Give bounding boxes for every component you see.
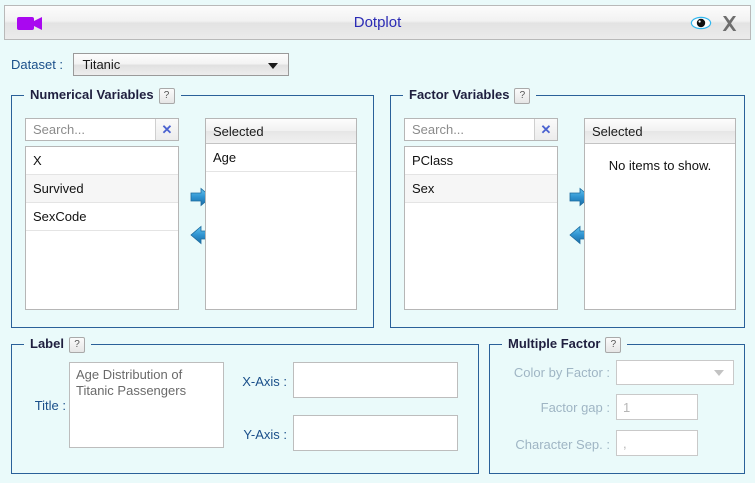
window-title: Dotplot <box>353 14 402 31</box>
factor-search-box[interactable]: ✕ <box>404 118 558 141</box>
title-field-label: Title : <box>34 398 66 413</box>
title-bar: Dotplot <box>4 5 751 40</box>
yaxis-input[interactable] <box>293 415 458 451</box>
factor-available-list[interactable]: PClass Sex <box>404 146 558 310</box>
chevron-down-icon <box>714 370 724 376</box>
empty-list-message: No items to show. <box>608 158 712 173</box>
close-icon[interactable] <box>720 14 739 33</box>
numerical-available-list[interactable]: X Survived SexCode <box>25 146 179 310</box>
selected-list-header: Selected <box>585 119 735 144</box>
clear-search-icon[interactable]: ✕ <box>534 119 557 140</box>
list-item[interactable]: Sex <box>405 175 557 203</box>
multiple-factor-legend: Multiple Factor? <box>502 336 628 353</box>
factor-gap-label: Factor gap : <box>540 400 610 415</box>
selected-list-header: Selected <box>206 119 356 144</box>
numerical-selected-list[interactable]: Selected Age <box>205 118 357 310</box>
xaxis-field-label: X-Axis : <box>242 374 287 389</box>
list-item[interactable]: SexCode <box>26 203 178 231</box>
chevron-down-icon <box>268 63 279 69</box>
label-group: Label? Title : X-Axis : Y-Axis : <box>11 336 479 474</box>
color-by-factor-select <box>616 360 734 385</box>
list-item[interactable]: Survived <box>26 175 178 203</box>
factor-variables-group: Factor Variables? ✕ PClass Sex <box>390 87 745 328</box>
help-icon[interactable]: ? <box>158 88 175 104</box>
yaxis-field-label: Y-Axis : <box>243 427 287 442</box>
numerical-variables-group: Numerical Variables? ✕ X Survived SexCod… <box>11 87 374 328</box>
dataset-select-value: Titanic <box>82 57 121 72</box>
numerical-search-input[interactable] <box>26 119 154 140</box>
dataset-select[interactable]: Titanic <box>73 53 290 76</box>
list-item[interactable]: Age <box>206 144 356 172</box>
factor-gap-input <box>616 394 698 420</box>
factor-search-input[interactable] <box>405 119 533 140</box>
list-item[interactable]: X <box>26 147 178 175</box>
help-icon[interactable]: ? <box>514 88 531 104</box>
clear-search-icon[interactable]: ✕ <box>155 119 178 140</box>
numerical-variables-legend: Numerical Variables? <box>24 87 181 104</box>
dataset-row: Dataset : Titanic <box>11 53 290 76</box>
xaxis-input[interactable] <box>293 362 458 398</box>
eye-icon[interactable] <box>690 15 712 31</box>
character-sep-label: Character Sep. : <box>515 437 610 452</box>
list-item[interactable]: PClass <box>405 147 557 175</box>
color-by-factor-label: Color by Factor : <box>513 365 610 380</box>
factor-selected-list[interactable]: Selected No items to show. <box>584 118 736 310</box>
title-input[interactable] <box>69 362 224 448</box>
numerical-search-box[interactable]: ✕ <box>25 118 179 141</box>
multiple-factor-group: Multiple Factor? Color by Factor : Facto… <box>489 336 745 474</box>
help-icon[interactable]: ? <box>68 337 85 353</box>
label-group-legend: Label? <box>24 336 91 353</box>
help-icon[interactable]: ? <box>605 337 622 353</box>
video-camera-icon <box>17 16 43 31</box>
dataset-label: Dataset : <box>11 57 64 72</box>
character-sep-input <box>616 430 698 456</box>
factor-variables-legend: Factor Variables? <box>403 87 537 104</box>
